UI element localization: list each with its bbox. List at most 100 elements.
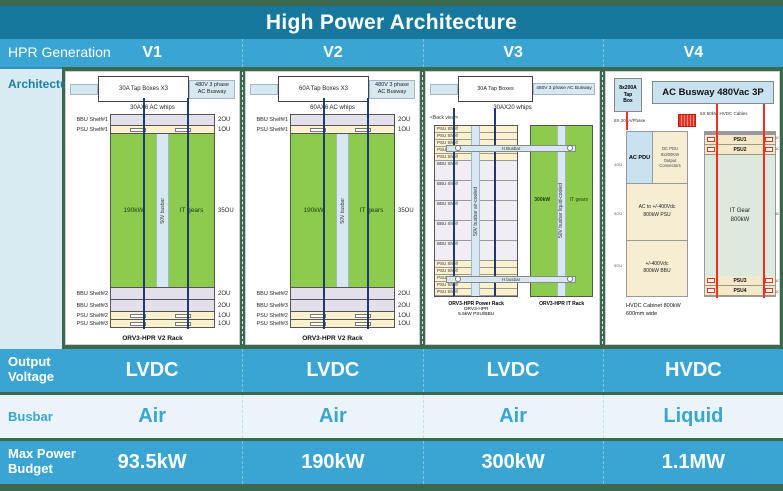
- tap-box-v3: 30A Tap Boxes: [458, 76, 533, 102]
- psu-shelf: [110, 320, 215, 328]
- bbu-shelf: [290, 114, 395, 126]
- busway-label-v1: 480V 3 phase AC Busway: [189, 79, 235, 99]
- hvdc-connector-icon: [765, 147, 773, 152]
- bbu-section: +/-400Vdc 800kW BBU: [643, 260, 671, 275]
- busway-bar: [430, 83, 458, 95]
- bottom-strip: [0, 484, 783, 491]
- architecture-label: Architecture: [8, 77, 79, 91]
- psu-shelf: [290, 126, 395, 134]
- busway-label-v3: 480V 3 phase AC Busway: [533, 83, 595, 95]
- whips-label-v3: 30AX20 whips: [493, 105, 532, 111]
- busbar-row: Busbar Air Air Air Liquid: [0, 395, 783, 438]
- whips-label-v2: 60AX6 AC whips: [310, 105, 355, 111]
- tap-box-v4: 8x200A Tap Box: [614, 78, 642, 112]
- psu4-row: PSU4: [705, 286, 775, 296]
- hvdc-connector-icon: [707, 137, 715, 142]
- ac-pdu-box: AC PDU: [627, 132, 653, 183]
- column-header-v2: V2: [242, 39, 422, 67]
- hvdc-connector-icon: [765, 288, 773, 293]
- ac-whip-line: [143, 98, 145, 329]
- hvdc-connector-icon: [707, 288, 715, 293]
- h-busbar-bottom: H busbar: [446, 276, 576, 283]
- hvdc-power-cabinet: AC PDU DC PDU 9x200KW Output Connectors …: [614, 131, 688, 297]
- hvdc-cable-bundle: [678, 114, 696, 127]
- rack-caption-v1: ORV3-HPR V2 Rack: [122, 335, 183, 342]
- busbar-label: Busbar: [8, 408, 53, 424]
- architecture-diagram-v3: 30A Tap Boxes 480V 3 phase AC Busway 30A…: [425, 71, 600, 345]
- hvdc-connector-icon: [765, 137, 773, 142]
- max-power-row: Max Power Budget 93.5kW 190kW 300kW 1.1M…: [0, 441, 783, 484]
- hvdc-cable-line: [763, 104, 765, 298]
- hpr-generation-row: HPR Generation V1 V2 V3 V4: [0, 39, 783, 67]
- architecture-diagram-v1: 30A Tap Boxes X3 480V 3 phase AC Busway …: [65, 71, 240, 345]
- h-busbar-top: H Busbar: [446, 145, 576, 152]
- ac-whip-line: [453, 108, 456, 296]
- it-gear-label: IT Gear 800kW: [729, 207, 751, 223]
- psu-shelf: [110, 126, 215, 134]
- output-voltage-v1: LVDC: [125, 359, 179, 381]
- psu3-row: PSU3: [705, 276, 775, 286]
- tap-box-v1: 30A Tap Boxes X3: [98, 76, 189, 102]
- cabinet-caption: HVDC Cabinet 800kW 600mm wide: [626, 303, 681, 318]
- hvdc-cable-line: [716, 104, 718, 298]
- psu-section: AC to +/-400Vdc 800kW PSU: [627, 184, 687, 241]
- psu-shelf: [290, 312, 395, 320]
- title-bar: High Power Architecture: [0, 6, 783, 39]
- ac-whip-line: [187, 98, 189, 329]
- whips-label-v1: 30AX6 AC whips: [130, 105, 175, 111]
- max-power-label: Max Power Budget: [8, 446, 76, 476]
- psu2-row: PSU2: [705, 145, 775, 155]
- ac-whip-line: [494, 108, 497, 296]
- output-voltage-label: Output Voltage: [8, 354, 54, 384]
- bbu-shelf: [110, 288, 215, 300]
- max-power-v3: 300kW: [422, 441, 603, 484]
- tap-box-v2: 60A Tap Boxes X3: [278, 76, 369, 102]
- architecture-diagram-v2: 60A Tap Boxes X3 480V 3 phase AC Busway …: [245, 71, 420, 345]
- busway-label-v2: 480V 3 phase AC Busway: [369, 79, 415, 99]
- hvdc-connector-icon: [765, 278, 773, 283]
- back-view-label: <Back view>: [430, 115, 459, 121]
- phase-label: 8X 200A/Phase: [614, 118, 646, 123]
- busbar-v1: Air: [138, 405, 167, 427]
- bbu-shelf: [290, 288, 395, 300]
- hvdc-connector-icon: [707, 278, 715, 283]
- output-voltage-v3: LVDC: [422, 349, 603, 392]
- busway-label-v4: AC Busway 480Vac 3P: [652, 81, 774, 104]
- bbu-shelf: [290, 300, 395, 312]
- air-busbar-strip: 50V busbar air-cooled: [471, 126, 481, 296]
- column-header-v1: V1: [142, 44, 162, 61]
- busbar-v4: Liquid: [602, 395, 783, 438]
- column-header-v3: V3: [422, 39, 603, 67]
- psu-shelf: [110, 312, 215, 320]
- it-rack-v3: 50V busbar liquid-cooled 300kW IT gears: [530, 125, 593, 297]
- ac-whip-line: [323, 98, 325, 329]
- power-rack-caption: ORV3-HPR Power Rack ORV3-HPR 5.5kW PSU/B…: [448, 301, 504, 317]
- max-power-v2: 190kW: [242, 441, 422, 484]
- busbar-v2: Air: [242, 395, 422, 438]
- bbu-shelf: [110, 114, 215, 126]
- page-title: High Power Architecture: [265, 10, 518, 34]
- output-voltage-v2: LVDC: [242, 349, 422, 392]
- busbar-v3: Air: [422, 395, 603, 438]
- liquid-busbar-strip: 50V busbar liquid-cooled: [556, 126, 566, 296]
- ac-feed-line: [626, 112, 628, 130]
- it-cabinet: PSU1 PSU2 IT Gear 800kW PSU3 PSU4 1OU, 2…: [704, 104, 779, 298]
- cables-label: 6X 50kW HVDC Cables: [700, 111, 748, 116]
- ac-whip-line: [367, 98, 369, 329]
- busbar-strip: 50V busbar: [336, 134, 349, 287]
- busbar-strip: 50V busbar: [156, 134, 169, 287]
- dc-pdu-label: DC PDU 9x200KW Output Connectors: [659, 146, 681, 169]
- bbu-shelf: [110, 300, 215, 312]
- psu-shelf: [290, 320, 395, 328]
- rack-caption-v2: ORV3-HPR V2 Rack: [302, 335, 363, 342]
- max-power-v1: 93.5kW: [117, 451, 187, 473]
- busway-bar: [70, 83, 98, 95]
- output-voltage-row: Output Voltage LVDC LVDC LVDC HVDC: [0, 349, 783, 392]
- it-rack-caption: ORV3-HPR IT Rack: [539, 301, 585, 307]
- output-voltage-v4: HVDC: [602, 349, 783, 392]
- max-power-v4: 1.1MW: [602, 441, 783, 484]
